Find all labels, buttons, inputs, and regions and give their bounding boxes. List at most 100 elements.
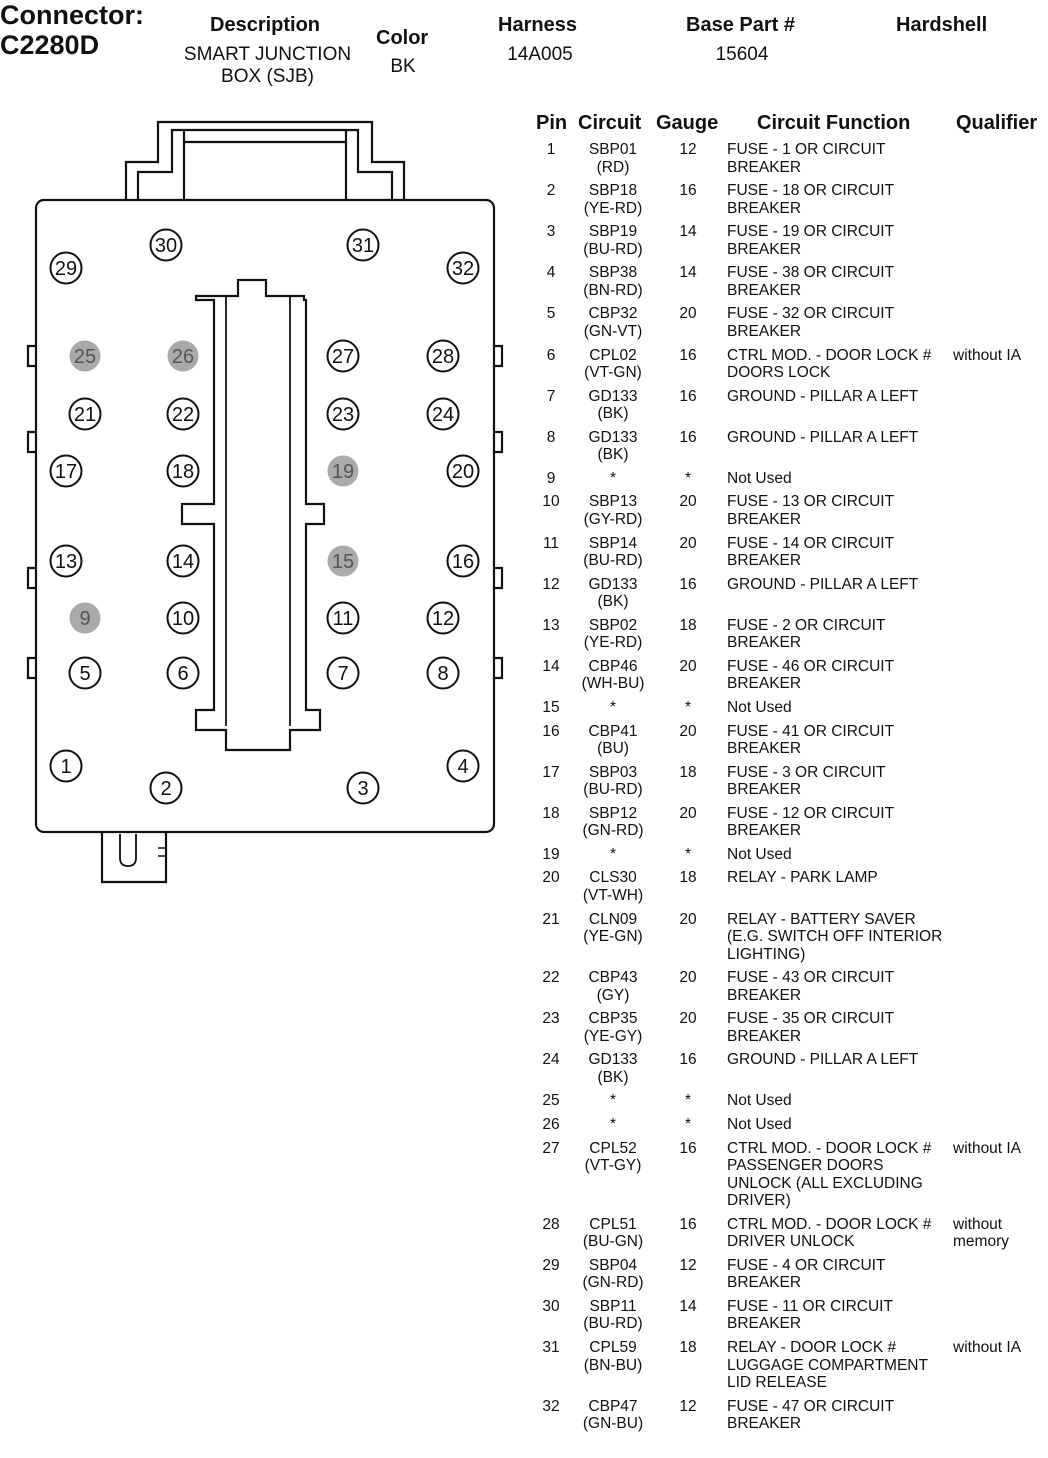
circuit-cell: * <box>609 698 617 716</box>
pin-label: 4 <box>457 756 468 778</box>
pin-cell: 26 <box>542 1116 560 1133</box>
function-cell: FUSE - 14 OR CIRCUIT BREAKER <box>727 534 895 570</box>
gauge-cell: 14 <box>679 1297 697 1315</box>
pin-13: 13 <box>49 544 83 578</box>
circuit-cell: CBP35 (YE-GY) <box>583 1010 643 1045</box>
pin-23: 23 <box>326 397 360 431</box>
gauge-cell: * <box>684 845 692 863</box>
description-line-2: BOX (SJB) <box>221 66 314 87</box>
pin-circle <box>149 228 183 262</box>
gauge-cell: 16 <box>679 387 697 405</box>
description-line-1: SMART JUNCTION <box>183 44 352 65</box>
circuit-cell: CLN09 (YE-GN) <box>583 910 643 946</box>
circuit-cell: SBP12 (GN-RD) <box>582 804 644 840</box>
pin-label: 31 <box>352 235 374 257</box>
pin-circle <box>149 771 183 805</box>
circuit-cell: SBP38 (BN-RD) <box>583 264 643 299</box>
pin-cell: 19 <box>542 845 560 863</box>
gauge-cell: 20 <box>679 969 697 987</box>
circuit-cell: CBP43 (GY) <box>588 969 638 1004</box>
pin-28: 28 <box>426 339 460 373</box>
pin-cell: 7 <box>546 387 556 405</box>
function-cell: Not Used <box>727 698 792 716</box>
pin-cell: 28 <box>542 1215 560 1233</box>
pin-circle <box>327 545 359 577</box>
function-cell: RELAY - BATTERY SAVER (E.G. SWITCH OFF I… <box>727 910 943 963</box>
pin-cell: 4 <box>546 264 556 282</box>
gauge-cell: * <box>684 1116 692 1133</box>
pin-label: 12 <box>432 608 454 630</box>
circuit-cell: CBP46 (WH-BU) <box>581 657 645 693</box>
qualifier-cell: without IA <box>953 346 1022 364</box>
pin-circle <box>49 749 83 783</box>
pin-circle <box>346 228 380 262</box>
pin-cell: 23 <box>542 1010 560 1028</box>
pin-label: 16 <box>452 551 474 573</box>
pin-circle <box>166 656 200 690</box>
pin-10: 10 <box>166 601 200 635</box>
pin-label: 17 <box>55 461 77 483</box>
pin-circle <box>69 340 101 372</box>
pin-circle <box>446 749 480 783</box>
header-pin: Pin <box>536 112 568 134</box>
pin-circle <box>426 601 460 635</box>
function-cell: FUSE - 19 OR CIRCUIT BREAKER <box>727 223 895 258</box>
pin-1: 1 <box>49 749 83 783</box>
qualifier-cell: without IA <box>953 1339 1022 1356</box>
function-cell: CTRL MOD. - DOOR LOCK # PASSENGER DOORS … <box>727 1139 932 1210</box>
gauge-cell: 16 <box>679 1215 697 1233</box>
pin-27: 27 <box>326 339 360 373</box>
gauge-cell: 14 <box>679 264 697 282</box>
pin-19: 19 <box>327 455 359 487</box>
circuit-cell: CPL52 (VT-GY) <box>584 1139 642 1175</box>
pin-label: 3 <box>357 778 368 800</box>
function-cell: FUSE - 46 OR CIRCUIT BREAKER <box>727 657 895 693</box>
pin-cell: 32 <box>542 1397 560 1415</box>
pin-label: 14 <box>172 551 194 573</box>
pin-cell: 31 <box>542 1339 560 1356</box>
pin-circle <box>69 602 101 634</box>
pin-label: 1 <box>60 756 71 778</box>
gauge-cell: * <box>684 1092 692 1110</box>
function-cell: FUSE - 18 OR CIRCUIT BREAKER <box>727 182 895 217</box>
description-value: SMART JUNCTION BOX (SJB) <box>170 44 365 88</box>
pin-2: 2 <box>149 771 183 805</box>
connector-body <box>34 198 496 834</box>
pin-14: 14 <box>166 544 200 578</box>
pin-circle <box>426 656 460 690</box>
qualifier-cell: without IA <box>953 1139 1022 1157</box>
header-qualifier: Qualifier <box>956 112 1038 134</box>
pin-circle <box>166 397 200 431</box>
pin-label: 25 <box>74 346 96 368</box>
circuit-cell: SBP01 (RD) <box>588 141 638 176</box>
circuit-cell: SBP02 (YE-RD) <box>583 616 643 652</box>
color-label: Color <box>376 27 429 49</box>
pin-circle <box>326 397 360 431</box>
pin-cell: 13 <box>542 616 560 634</box>
function-cell: RELAY - DOOR LOCK # LUGGAGE COMPARTMENT … <box>727 1339 928 1391</box>
pin-20: 20 <box>446 454 480 488</box>
pin-circle <box>327 455 359 487</box>
gauge-cell: 16 <box>679 1139 697 1157</box>
pin-label: 5 <box>79 663 90 685</box>
gauge-cell: 18 <box>679 869 697 887</box>
pin-cell: 27 <box>542 1139 560 1157</box>
pin-label: 8 <box>437 663 448 685</box>
gauge-cell: 20 <box>679 722 697 740</box>
pin-label: 29 <box>55 258 77 280</box>
pin-cell: 30 <box>542 1297 560 1315</box>
function-cell: FUSE - 13 OR CIRCUIT BREAKER <box>727 493 895 528</box>
pin-cell: 16 <box>542 722 560 740</box>
gauge-cell: 18 <box>679 616 697 634</box>
function-cell: FUSE - 2 OR CIRCUIT BREAKER <box>727 616 886 652</box>
function-cell: GROUND - PILLAR A LEFT <box>727 428 919 446</box>
pin-label: 24 <box>432 404 454 426</box>
header-circuit-function: Circuit Function <box>757 112 911 134</box>
pin-label: 21 <box>74 404 96 426</box>
pin-circle <box>426 397 460 431</box>
pin-25: 25 <box>69 340 101 372</box>
pin-label: 32 <box>452 258 474 280</box>
base-part-value: 15604 <box>715 44 769 65</box>
pin-circle <box>49 454 83 488</box>
gauge-cell: 14 <box>679 223 697 241</box>
